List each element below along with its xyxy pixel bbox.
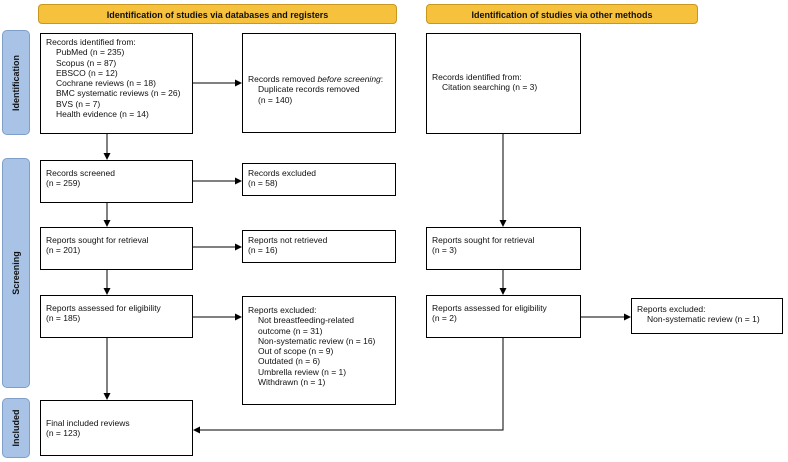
records-screened-label: Records screened: [46, 168, 115, 178]
records-removed-title: Records removed before screening:: [248, 74, 384, 84]
other-excluded-non-systematic: Non-systematic review (n = 1): [647, 314, 760, 325]
other-sought-box: Reports sought for retrieval (n = 3): [426, 227, 581, 270]
excluded-out-of-scope: Out of scope (n = 9): [258, 346, 334, 357]
reports-not-retrieved-count: (n = 16): [248, 245, 278, 256]
final-included-box: Final included reviews (n = 123): [40, 400, 193, 456]
excluded-withdrawn: Withdrawn (n = 1): [258, 377, 326, 388]
phase-included-label: Included: [11, 409, 21, 447]
other-assessed-count: (n = 2): [432, 313, 457, 324]
reports-sought-label: Reports sought for retrieval: [46, 235, 149, 245]
source-bmc: BMC systematic reviews (n = 26): [56, 88, 181, 99]
reports-excluded-box: Reports excluded: Not breastfeeding-rela…: [242, 296, 396, 405]
records-excluded-box: Records excluded (n = 58): [242, 163, 396, 196]
excluded-outdated: Outdated (n = 6): [258, 356, 321, 367]
records-screened-count: (n = 259): [46, 178, 81, 189]
other-citation-searching: Citation searching (n = 3): [442, 82, 538, 93]
records-identified-box: Records identified from: PubMed (n = 235…: [40, 33, 193, 134]
excluded-umbrella: Umbrella review (n = 1): [258, 366, 347, 377]
reports-not-retrieved-label: Reports not retrieved: [248, 235, 328, 245]
source-bvs: BVS (n = 7): [56, 98, 101, 109]
phase-identification-label: Identification: [11, 54, 21, 111]
records-removed-box: Records removed before screening: Duplic…: [242, 33, 396, 133]
records-excluded-label: Records excluded: [248, 168, 317, 178]
other-assessed-box: Reports assessed for eligibility (n = 2): [426, 295, 581, 338]
excluded-not-breastfeeding-count: outcome (n = 31): [258, 325, 323, 336]
reports-assessed-label: Reports assessed for eligibility: [46, 303, 161, 313]
final-included-label: Final included reviews: [46, 418, 130, 428]
source-scopus: Scopus (n = 87): [56, 57, 117, 68]
phase-screening-label: Screening: [11, 251, 21, 295]
other-sought-label: Reports sought for retrieval: [432, 235, 535, 245]
records-excluded-count: (n = 58): [248, 178, 278, 189]
source-pubmed: PubMed (n = 235): [56, 47, 125, 58]
other-sought-count: (n = 3): [432, 245, 457, 256]
records-screened-box: Records screened (n = 259): [40, 160, 193, 203]
duplicates-removed: Duplicate records removed (n = 140): [258, 84, 360, 105]
excluded-not-breastfeeding: Not breastfeeding-related: [258, 315, 354, 326]
header-other-methods: Identification of studies via other meth…: [426, 4, 698, 24]
reports-assessed-box: Reports assessed for eligibility (n = 18…: [40, 295, 193, 338]
phase-identification: Identification: [2, 30, 30, 135]
other-excluded-box: Reports excluded: Non-systematic review …: [631, 298, 783, 334]
reports-sought-count: (n = 201): [46, 245, 81, 256]
source-cochrane: Cochrane reviews (n = 18): [56, 78, 156, 89]
records-identified-title: Records identified from:: [46, 37, 136, 47]
phase-screening: Screening: [2, 158, 30, 388]
other-excluded-title: Reports excluded:: [637, 304, 706, 314]
source-health-evidence: Health evidence (n = 14): [56, 109, 149, 120]
phase-included: Included: [2, 398, 30, 458]
final-included-count: (n = 123): [46, 428, 81, 439]
excluded-non-systematic: Non-systematic review (n = 16): [258, 335, 376, 346]
other-assessed-label: Reports assessed for eligibility: [432, 303, 547, 313]
reports-assessed-count: (n = 185): [46, 313, 81, 324]
reports-excluded-title: Reports excluded:: [248, 305, 317, 315]
header-databases: Identification of studies via databases …: [38, 4, 397, 24]
source-ebsco: EBSCO (n = 12): [56, 67, 118, 78]
other-identified-title: Records identified from:: [432, 72, 522, 82]
other-identified-box: Records identified from: Citation search…: [426, 33, 581, 134]
reports-sought-box: Reports sought for retrieval (n = 201): [40, 227, 193, 270]
reports-not-retrieved-box: Reports not retrieved (n = 16): [242, 230, 396, 263]
